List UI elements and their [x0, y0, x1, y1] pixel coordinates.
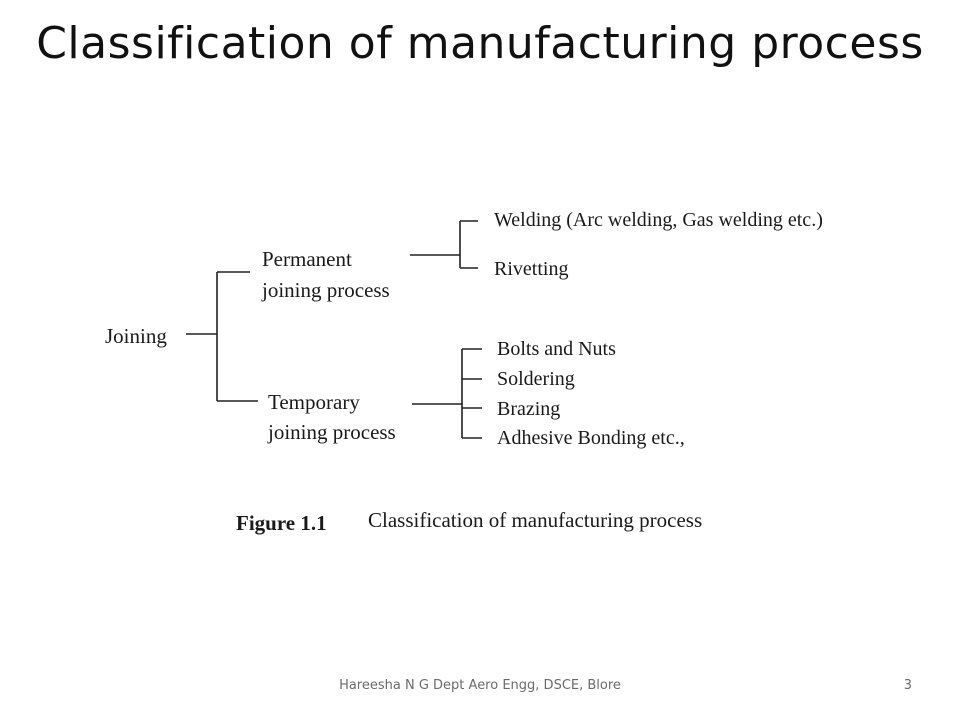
footer-text: Hareesha N G Dept Aero Engg, DSCE, Blore — [339, 678, 621, 693]
page-number: 3 — [903, 678, 912, 693]
branch-permanent-line2: joining process — [261, 278, 390, 302]
leaf-rivetting: Rivetting — [494, 258, 568, 280]
leaf-adhesive-bonding: Adhesive Bonding etc., — [497, 427, 685, 449]
figure-label: Figure 1.1 — [236, 511, 327, 535]
root-node-joining: Joining — [105, 324, 167, 348]
leaf-brazing: Brazing — [497, 398, 560, 420]
leaf-soldering: Soldering — [497, 368, 575, 390]
diagram-connectors — [186, 220, 482, 439]
leaf-welding: Welding (Arc welding, Gas welding etc.) — [494, 209, 823, 231]
slide-title: Classification of manufacturing process — [36, 18, 924, 69]
figure-caption: Classification of manufacturing process — [368, 508, 702, 532]
branch-temporary-line2: joining process — [267, 420, 396, 444]
leaf-bolts-and-nuts: Bolts and Nuts — [497, 338, 616, 360]
branch-permanent-line1: Permanent — [262, 247, 352, 271]
branch-temporary-line1: Temporary — [268, 390, 360, 414]
